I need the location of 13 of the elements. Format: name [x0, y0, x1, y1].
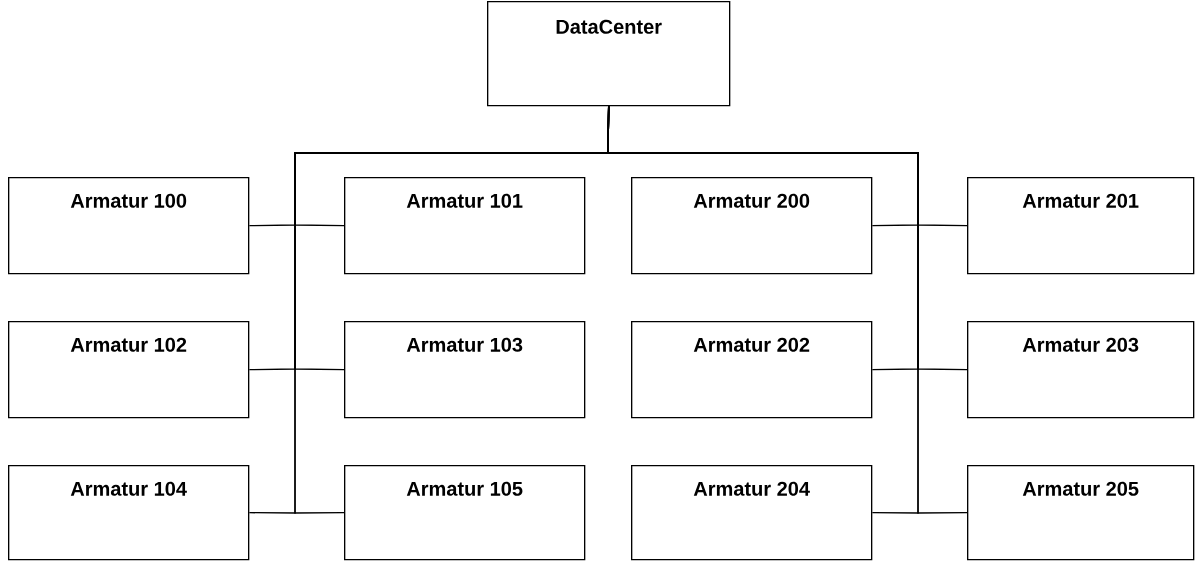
component-box: Armatur 202: [631, 321, 873, 419]
component-box: Armatur 201: [967, 177, 1195, 275]
component-box: Armatur 205: [967, 465, 1195, 561]
component-box: Armatur 204: [631, 465, 873, 561]
component-box: Armatur 105: [344, 465, 586, 561]
component-box: Armatur 103: [344, 321, 586, 419]
component-box: Armatur 101: [344, 177, 586, 275]
component-box: Armatur 200: [631, 177, 873, 275]
root-box: DataCenter: [487, 1, 731, 107]
component-box: Armatur 203: [967, 321, 1195, 419]
component-box: Armatur 100: [8, 177, 250, 275]
component-box: Armatur 102: [8, 321, 250, 419]
component-box: Armatur 104: [8, 465, 250, 561]
